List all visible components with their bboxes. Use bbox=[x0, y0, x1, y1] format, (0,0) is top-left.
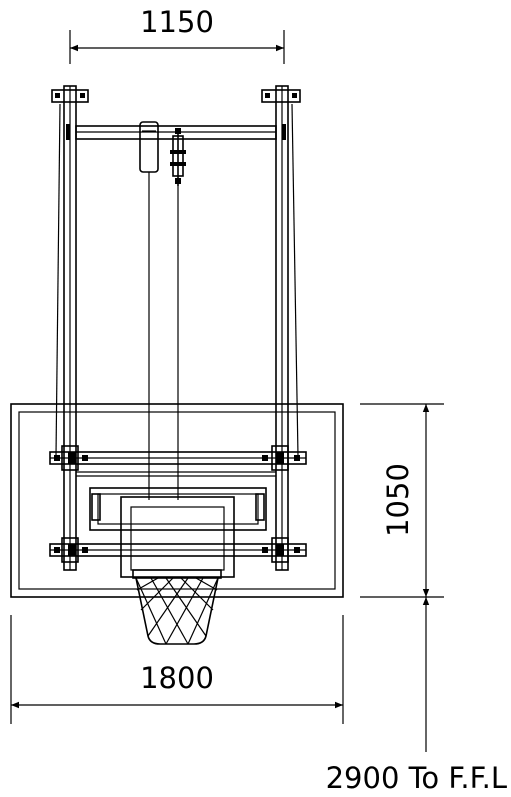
backboard-frame bbox=[49, 445, 307, 563]
top-width-label: 1150 bbox=[140, 5, 214, 39]
board-width-label: 1800 bbox=[140, 661, 214, 695]
mount-height-dimension: 2900 To F.F.L bbox=[326, 597, 507, 795]
board-height-label: 1050 bbox=[381, 463, 415, 537]
top-width-dimension: 1150 bbox=[69, 5, 285, 64]
mount-height-label: 2900 To F.F.L bbox=[326, 761, 507, 795]
board-height-dimension: 1050 bbox=[360, 403, 444, 598]
height-adjuster bbox=[170, 128, 186, 186]
backboard bbox=[10, 403, 344, 598]
board-width-dimension: 1800 bbox=[10, 615, 344, 724]
wall-mount-frame bbox=[51, 85, 301, 571]
hoop-net bbox=[132, 569, 222, 645]
